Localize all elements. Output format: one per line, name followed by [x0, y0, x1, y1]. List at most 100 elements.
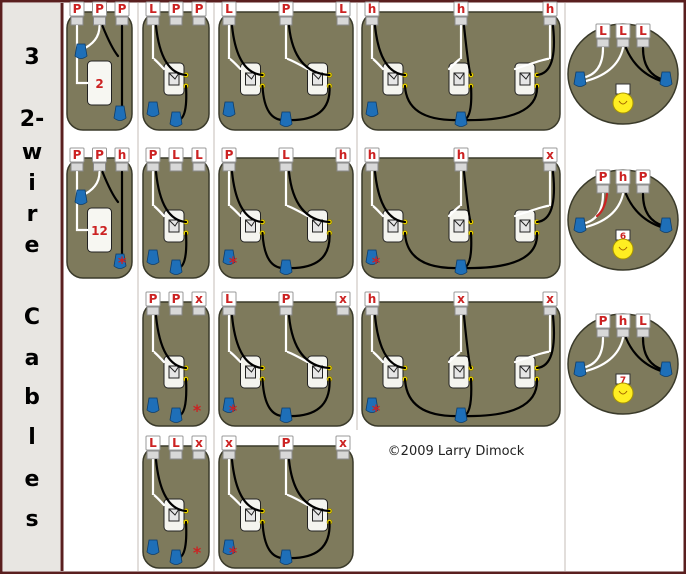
- cable-clamp: [596, 328, 610, 338]
- cable-label-r2c4: x: [542, 147, 558, 172]
- cable-label-r3c5: h: [615, 313, 631, 338]
- wire: [284, 520, 331, 560]
- wire: [459, 231, 539, 270]
- wire: [227, 170, 242, 218]
- switch-toggle: [387, 72, 399, 86]
- label-tag: [168, 291, 184, 307]
- wire: [230, 170, 264, 224]
- label-letter: x: [546, 148, 554, 162]
- letter-a: a: [25, 346, 40, 371]
- switch-toggle: [519, 219, 531, 233]
- label-tag: [69, 1, 85, 17]
- cable-label-r2c4: h: [453, 147, 469, 172]
- cable-label-r3c3: x: [335, 291, 351, 316]
- switch-lever: [245, 508, 256, 516]
- label-tag: [114, 1, 130, 17]
- switch-lever: [168, 72, 180, 80]
- wire: [580, 46, 625, 84]
- wire: [462, 170, 473, 224]
- label-letter: h: [619, 314, 628, 328]
- wire-nut: [146, 539, 160, 555]
- cable-label-r1c3: L: [221, 1, 237, 26]
- wire: [287, 314, 331, 370]
- switch-lever: [168, 508, 180, 516]
- cable-clamp: [192, 306, 206, 316]
- switch-toggle: [168, 508, 180, 522]
- label-letter: h: [118, 148, 127, 162]
- letter-e2: e: [25, 467, 40, 492]
- label-letter: L: [639, 314, 647, 328]
- cable-clamp: [336, 450, 350, 460]
- label-tag: [92, 1, 107, 17]
- label-tag: [635, 23, 651, 39]
- wire-nut: [169, 549, 183, 565]
- wire: [287, 24, 331, 77]
- wire: [580, 46, 605, 80]
- wire: [284, 314, 309, 364]
- label-tag: [278, 291, 294, 307]
- cable-clamp: [169, 450, 183, 460]
- cable-label-r1c1: P: [114, 1, 130, 26]
- label-tag: [221, 1, 237, 17]
- wire-nut: [169, 259, 183, 275]
- label-letter: L: [172, 436, 180, 450]
- wire-nut: [146, 249, 160, 265]
- wire: [101, 24, 120, 58]
- label-letter: P: [95, 2, 104, 16]
- switch: [382, 209, 408, 243]
- switch-lever: [519, 365, 531, 373]
- wire: [535, 24, 555, 77]
- switch-toggle: [519, 72, 531, 86]
- lamp-number: 6: [620, 232, 626, 242]
- label-letter: P: [172, 2, 181, 16]
- label-tag: [335, 147, 351, 163]
- label-tag: [364, 1, 380, 17]
- cable-label-r2c5: P: [635, 169, 651, 194]
- wire-nut: [573, 71, 587, 87]
- switch-lever: [312, 508, 323, 516]
- switch-lever: [453, 365, 465, 373]
- wire: [462, 314, 473, 370]
- cable-clamp: [365, 306, 379, 316]
- label-tag: [615, 313, 631, 329]
- wire-nut: [454, 259, 468, 275]
- switch-lever: [387, 219, 399, 227]
- label-letter: P: [73, 148, 82, 162]
- switch-toggle: [245, 508, 256, 522]
- light-bulb: [612, 92, 634, 114]
- switch-toggle: [453, 72, 465, 86]
- asterisk-mark: *: [193, 401, 202, 420]
- label-tag: [191, 291, 207, 307]
- wire-nut: [365, 249, 379, 265]
- cable-label-r1c2: L: [145, 1, 161, 26]
- label-tag: [335, 1, 351, 17]
- asterisk-mark: *: [229, 401, 238, 420]
- wire-nut: [365, 397, 379, 413]
- wire: [370, 24, 385, 71]
- cable-clamp: [146, 16, 160, 26]
- cable-clamp: [279, 450, 293, 460]
- cable-label-r3c5: P: [595, 313, 611, 338]
- wire: [284, 170, 309, 218]
- label-letter: P: [599, 314, 608, 328]
- cable-clamp: [169, 306, 183, 316]
- cable-label-r3c2: x: [191, 291, 207, 316]
- cable-label-r2c3: P: [221, 147, 237, 172]
- letter-i: i: [28, 171, 36, 196]
- switch-lever: [245, 72, 256, 80]
- label-letter: h: [339, 148, 348, 162]
- cable-clamp: [222, 16, 236, 26]
- wire: [227, 24, 242, 71]
- wire: [535, 170, 555, 224]
- label-tag: [278, 435, 294, 451]
- wire-nut: [74, 189, 88, 205]
- wire-nut: [365, 101, 379, 117]
- label-letter: L: [282, 148, 290, 162]
- switch: [514, 209, 540, 243]
- cable-label-r2c2: L: [191, 147, 207, 172]
- cable-clamp: [543, 162, 557, 172]
- switch: [163, 62, 189, 96]
- cable-label-r3c2: P: [168, 291, 184, 316]
- cable-label-r1c5: L: [635, 23, 651, 48]
- label-letter: P: [195, 2, 204, 16]
